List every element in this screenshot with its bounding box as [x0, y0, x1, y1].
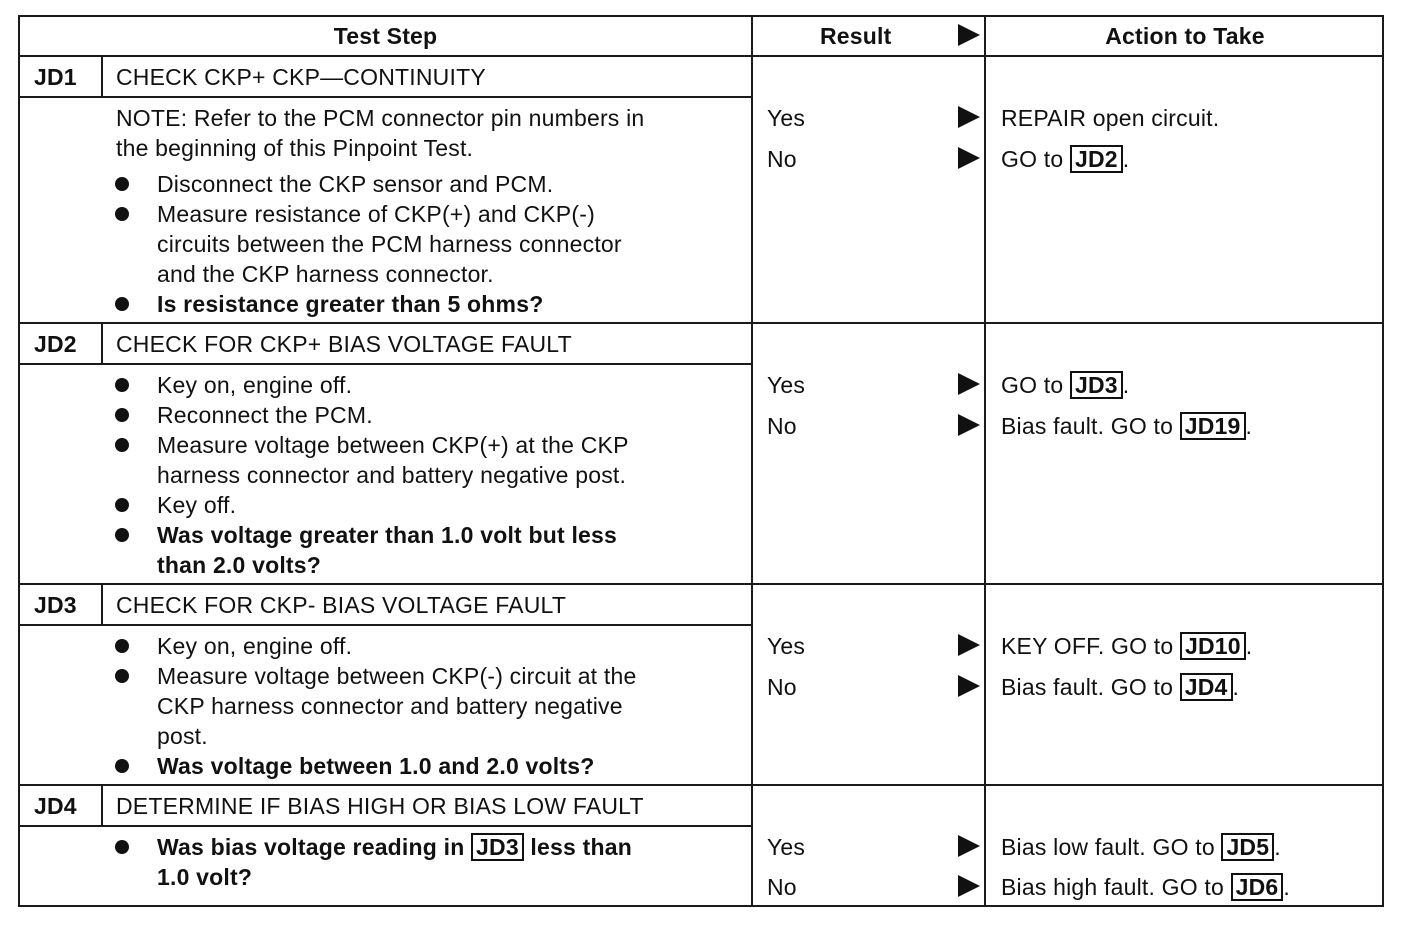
- bullet-question: Is resistance greater than 5 ohms?: [157, 291, 544, 317]
- bullet-icon: [115, 498, 129, 512]
- header-action: Action to Take: [1105, 23, 1265, 49]
- bullet-icon: [115, 669, 129, 683]
- step-id-divider: [101, 784, 103, 827]
- bullet-icon: [115, 378, 129, 392]
- table-right-border: [1382, 15, 1384, 907]
- step-reference-link[interactable]: JD2: [1069, 145, 1123, 173]
- result-column-divider: [751, 15, 753, 907]
- result-yes: Yes: [767, 105, 806, 131]
- action-text: Bias fault. GO to JD4.: [1001, 673, 1240, 701]
- step-reference-link[interactable]: JD3: [471, 833, 524, 861]
- bullet-question: Was voltage greater than 1.0 volt but le…: [157, 522, 618, 548]
- step-separator: [18, 583, 1384, 585]
- action-text: Bias high fault. GO to JD6.: [1001, 873, 1290, 901]
- bullet-icon: [115, 840, 129, 854]
- step-id: JD1: [34, 64, 77, 90]
- arrow-right-icon: [958, 373, 980, 395]
- bullet-icon: [115, 528, 129, 542]
- bullet-text: circuits between the PCM harness connect…: [157, 231, 622, 257]
- step-id: JD3: [34, 592, 77, 618]
- result-no: No: [767, 413, 797, 439]
- bullet-text: Disconnect the CKP sensor and PCM.: [157, 171, 554, 197]
- header-result: Result: [820, 23, 892, 49]
- bullet-text: CKP harness connector and battery negati…: [157, 693, 623, 719]
- step-title-underline: [18, 624, 753, 626]
- table-left-border: [18, 15, 20, 907]
- bullet-icon: [115, 297, 129, 311]
- action-text: REPAIR open circuit.: [1001, 105, 1220, 131]
- result-no: No: [767, 874, 797, 900]
- header-arrow-icon: [958, 24, 980, 46]
- header-test-step: Test Step: [333, 23, 438, 49]
- result-no: No: [767, 674, 797, 700]
- note-line: the beginning of this Pinpoint Test.: [116, 135, 474, 161]
- bullet-text: Measure voltage between CKP(+) at the CK…: [157, 432, 629, 458]
- action-text: GO to JD2.: [1001, 145, 1130, 173]
- bullet-text: Measure resistance of CKP(+) and CKP(-): [157, 201, 595, 227]
- arrow-right-icon: [958, 414, 980, 436]
- arrow-right-icon: [958, 835, 980, 857]
- bullet-icon: [115, 759, 129, 773]
- bullet-icon: [115, 207, 129, 221]
- result-yes: Yes: [767, 834, 806, 860]
- result-yes: Yes: [767, 372, 806, 398]
- bullet-text: Key on, engine off.: [157, 633, 353, 659]
- bullet-text: Key on, engine off.: [157, 372, 353, 398]
- bullet-text: Key off.: [157, 492, 237, 518]
- bullet-text: post.: [157, 723, 208, 749]
- step-separator: [18, 322, 1384, 324]
- bullet-question: Was voltage between 1.0 and 2.0 volts?: [157, 753, 595, 779]
- bullet-question: 1.0 volt?: [157, 864, 253, 890]
- step-title: CHECK FOR CKP+ BIAS VOLTAGE FAULT: [116, 331, 572, 357]
- action-text: Bias low fault. GO to JD5.: [1001, 833, 1281, 861]
- arrow-right-icon: [958, 675, 980, 697]
- arrow-right-icon: [958, 875, 980, 897]
- note-line: NOTE: Refer to the PCM connector pin num…: [116, 105, 645, 131]
- step-reference-link[interactable]: JD10: [1179, 632, 1246, 660]
- bullet-icon: [115, 177, 129, 191]
- step-title-underline: [18, 96, 753, 98]
- arrow-right-icon: [958, 147, 980, 169]
- step-reference-link[interactable]: JD3: [1069, 371, 1123, 399]
- bullet-question: Was bias voltage reading in JD3 less tha…: [157, 833, 632, 861]
- step-title: CHECK CKP+ CKP—CONTINUITY: [116, 64, 486, 90]
- step-id-divider: [101, 55, 103, 98]
- bullet-text: Reconnect the PCM.: [157, 402, 373, 428]
- action-text: GO to JD3.: [1001, 371, 1130, 399]
- action-column-divider: [984, 15, 986, 907]
- bullet-question: than 2.0 volts?: [157, 552, 322, 578]
- bullet-icon: [115, 639, 129, 653]
- step-title-underline: [18, 363, 753, 365]
- step-title: DETERMINE IF BIAS HIGH OR BIAS LOW FAULT: [116, 793, 644, 819]
- result-no: No: [767, 146, 797, 172]
- action-text: KEY OFF. GO to JD10.: [1001, 632, 1253, 660]
- step-title-underline: [18, 825, 753, 827]
- step-reference-link[interactable]: JD4: [1179, 673, 1233, 701]
- bullet-icon: [115, 438, 129, 452]
- table-top-border: [18, 15, 1384, 17]
- arrow-right-icon: [958, 634, 980, 656]
- bullet-icon: [115, 408, 129, 422]
- action-text: Bias fault. GO to JD19.: [1001, 412, 1253, 440]
- step-reference-link[interactable]: JD5: [1221, 833, 1275, 861]
- step-reference-link[interactable]: JD6: [1230, 873, 1284, 901]
- bullet-text: harness connector and battery negative p…: [157, 462, 627, 488]
- step-title: CHECK FOR CKP- BIAS VOLTAGE FAULT: [116, 592, 567, 618]
- step-id-divider: [101, 583, 103, 626]
- step-id: JD2: [34, 331, 77, 357]
- table-bottom-border: [18, 905, 1384, 907]
- result-yes: Yes: [767, 633, 806, 659]
- step-id-divider: [101, 322, 103, 365]
- arrow-right-icon: [958, 106, 980, 128]
- step-reference-link[interactable]: JD19: [1179, 412, 1246, 440]
- bullet-text: Measure voltage between CKP(-) circuit a…: [157, 663, 637, 689]
- header-bottom-border: [18, 55, 1384, 57]
- step-separator: [18, 784, 1384, 786]
- bullet-text: and the CKP harness connector.: [157, 261, 494, 287]
- step-id: JD4: [34, 793, 77, 819]
